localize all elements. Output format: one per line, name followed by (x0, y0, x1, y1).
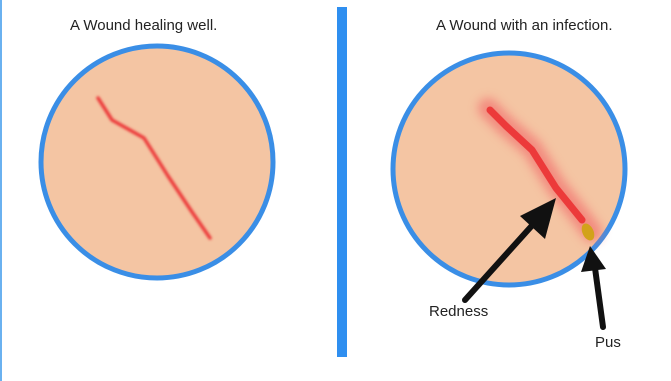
pus-label: Pus (595, 334, 621, 351)
redness-label: Redness (429, 303, 488, 320)
healing-skin-circle (41, 46, 273, 278)
infected-wound-group (393, 53, 625, 327)
healing-wound-group (41, 46, 273, 278)
pus-arrow-shaft (595, 268, 603, 327)
